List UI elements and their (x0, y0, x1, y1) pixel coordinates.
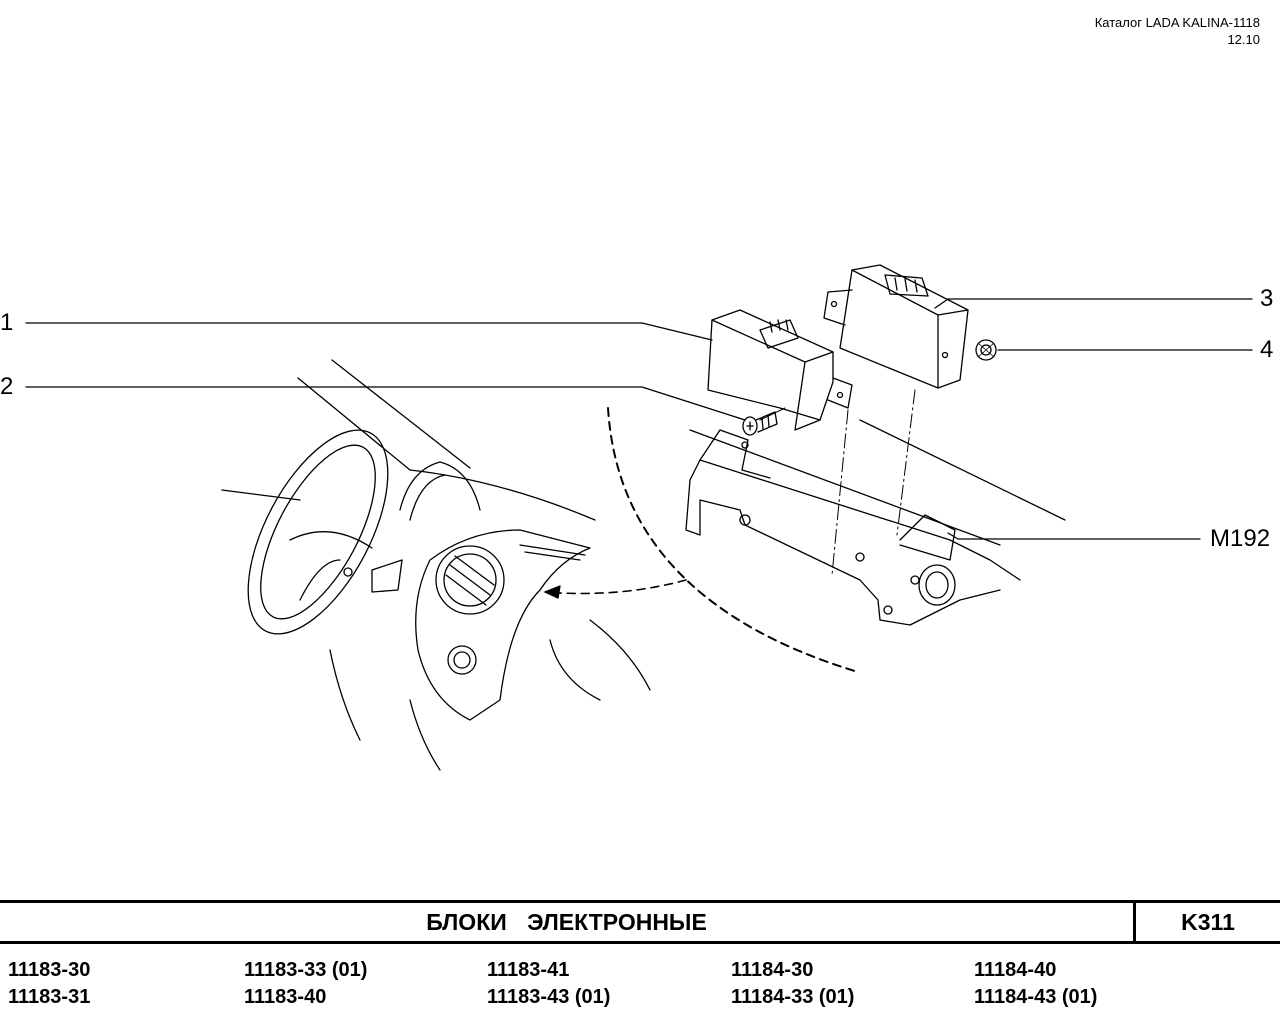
zoom-curve (607, 407, 859, 673)
section-code: K311 (1181, 909, 1235, 935)
leader-3 (934, 298, 1253, 309)
location-arrow (544, 579, 687, 595)
dashboard-sketch (221, 359, 651, 771)
model-code: 11184-30 (731, 959, 814, 981)
model-code: 11184-43 (01) (974, 986, 1098, 1008)
callout-1: 1 (0, 309, 14, 336)
catalog-header: Каталог LADA KALINA-1118 12.10 (1095, 14, 1260, 48)
parts-diagram (25, 264, 1253, 771)
model-code: 11183-41 (487, 959, 570, 981)
control-unit-3 (823, 264, 969, 389)
title-divider (1133, 903, 1136, 941)
leader-M192 (947, 532, 1201, 540)
callout-M192: M192 (1210, 525, 1271, 552)
leader-2 (25, 386, 746, 421)
model-code: 11184-40 (974, 959, 1057, 981)
model-code: 11183-43 (01) (487, 986, 611, 1008)
model-code: 11183-33 (01) (244, 959, 368, 981)
callout-2: 2 (0, 373, 14, 400)
model-code: 11184-33 (01) (731, 986, 855, 1008)
callout-3: 3 (1260, 285, 1274, 312)
nut-4 (975, 339, 997, 361)
screw-2 (742, 411, 778, 436)
model-code: 11183-30 (8, 959, 91, 981)
section-title: БЛОКИ ЭЛЕКТРОННЫЕ (426, 909, 707, 935)
mounting-bracket (685, 419, 1066, 626)
control-unit-1 (707, 309, 853, 431)
model-code: 11183-40 (244, 986, 327, 1008)
title-bar: БЛОКИ ЭЛЕКТРОННЫЕ K311 (0, 900, 1280, 944)
leader-1 (25, 322, 713, 341)
model-code: 11183-31 (8, 986, 91, 1008)
catalog-date: 12.10 (1227, 32, 1260, 47)
callout-4: 4 (1260, 336, 1274, 363)
catalog-title: Каталог LADA KALINA-1118 (1094, 15, 1260, 30)
